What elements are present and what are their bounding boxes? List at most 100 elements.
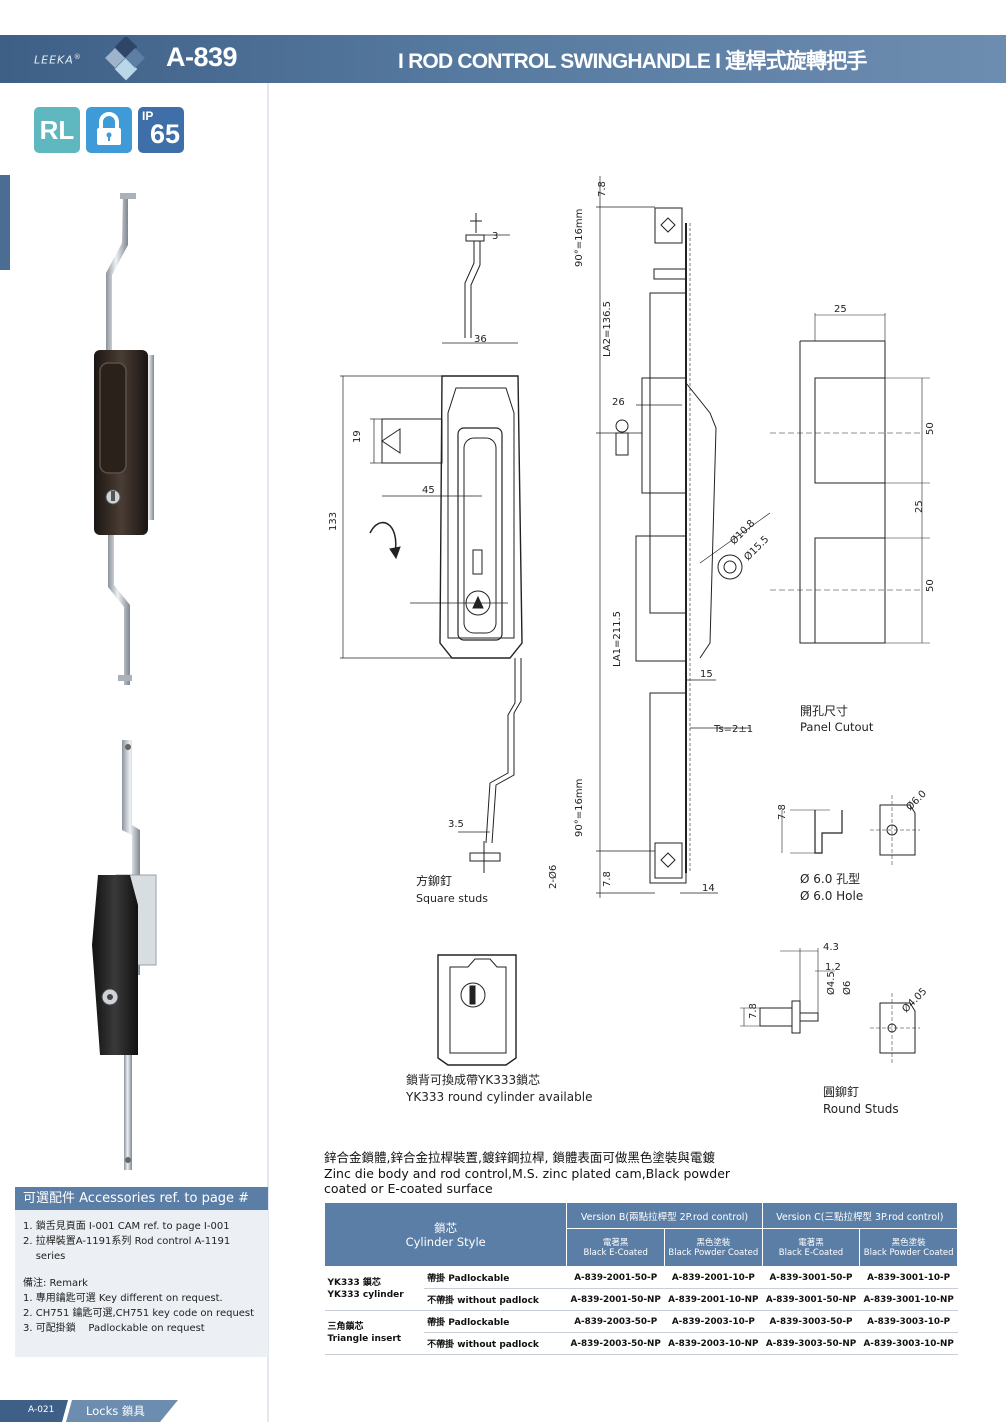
dim-26: 26 — [612, 397, 625, 408]
dim-2-d6: 2-Ø6 — [547, 865, 559, 889]
yk333-back-view — [437, 954, 517, 1066]
dim-25-mid: 25 — [914, 500, 925, 513]
ip65-badge: IP 65 — [138, 107, 184, 153]
accessory-item: series — [23, 1251, 66, 1262]
panel-cutout-cn: 開孔尺寸 — [800, 704, 848, 718]
product-photo-closed — [94, 193, 154, 685]
dim-d6-round: Ø6 — [841, 981, 853, 995]
round-studs-cn: 圓鉚釘 — [823, 1084, 859, 1099]
option-cell: 帶掛 Padlockable — [424, 1310, 567, 1333]
dim-133: 133 — [328, 512, 339, 531]
product-photos — [92, 193, 157, 1170]
order-code: A-839-3001-10-P — [859, 1266, 958, 1289]
hole-detail — [781, 795, 920, 865]
dim-3: 3 — [492, 231, 498, 242]
rl-badge: RL — [34, 107, 80, 153]
padlock-icon — [86, 107, 132, 153]
remark-item: 1. 專用鑰匙可選 Key different on request. — [23, 1293, 223, 1304]
order-code: A-839-3003-10-NP — [859, 1332, 958, 1355]
handle-front-view — [369, 213, 523, 873]
order-code: A-839-2001-50-P — [566, 1266, 665, 1289]
brand-logo: LEEKA® — [34, 53, 82, 67]
square-studs-cn: 方鉚釘 — [416, 873, 452, 888]
yk333-cn: 鎖背可換成帶YK333鎖芯 — [406, 1072, 540, 1087]
dim-d15-5: Ø15.5 — [742, 533, 772, 563]
accessories-heading: 可選配件 Accessories ref. to page # — [15, 1187, 268, 1210]
model-number: A-839 — [166, 42, 238, 72]
dim-90-bot: 90°=16mm — [574, 779, 585, 837]
accessory-item: 1. 鎖舌見頁面 I-001 CAM ref. to page I-001 — [23, 1221, 230, 1232]
yk333-en: YK333 round cylinder available — [405, 1090, 592, 1104]
order-code: A-839-2001-50-NP — [566, 1288, 665, 1311]
dim-la2: LA2=136.5 — [602, 301, 613, 357]
hole-en: Ø 6.0 Hole — [800, 889, 863, 903]
handle-side-view — [615, 207, 743, 884]
version-c-header: Version C(三點拉桿型 3P.rod control) — [761, 1202, 959, 1229]
dim-la1: LA1=211.5 — [612, 611, 623, 667]
dim-7-8-round: 7.8 — [748, 1003, 759, 1019]
side-dimensions — [596, 176, 771, 898]
dim-45: 45 — [422, 485, 435, 496]
dim-d10-8: Ø10.8 — [728, 517, 758, 547]
header-bar: LEEKA® A-839 I ROD CONTROL SWINGHANDLE I… — [0, 35, 1006, 83]
order-code: A-839-2001-10-P — [664, 1266, 763, 1289]
accessory-item: 2. 拉桿裝置A-1191系列 Rod control A-1191 — [23, 1236, 231, 1247]
hole-cn: Ø 6.0 孔型 — [800, 872, 860, 886]
order-code: A-839-3003-50-P — [762, 1310, 860, 1333]
column-divider — [267, 83, 269, 1422]
dim-7-8-top: 7.8 — [597, 181, 608, 197]
product-photo-open — [92, 740, 157, 1170]
order-code: A-839-2003-50-NP — [566, 1332, 665, 1355]
dim-1-2: 1.2 — [825, 962, 841, 973]
option-cell: 帶掛 Padlockable — [424, 1266, 567, 1289]
order-code: A-839-2003-50-P — [566, 1310, 665, 1333]
order-code: A-839-3003-50-NP — [762, 1332, 860, 1355]
dim-d4-5: Ø4.5 — [825, 971, 837, 995]
table-row: 不帶掛 without padlock A-839-2001-50-NP A-8… — [325, 1288, 958, 1311]
remark-item: 3. 可配掛鎖 Padlockable on request — [23, 1323, 205, 1334]
remark-item: 2. CH751 鑰匙可選,CH751 key code on request — [23, 1308, 255, 1319]
dim-7-8-hole: 7.8 — [777, 804, 788, 820]
round-studs-en: Round Studs — [823, 1102, 899, 1116]
dim-d6-hole: Ø6.0 — [904, 788, 929, 813]
panel-cutout-en: Panel Cutout — [800, 720, 874, 734]
table-row: 不帶掛 without padlock A-839-2003-50-NP A-8… — [325, 1332, 958, 1355]
page-number: A-021 — [28, 1405, 55, 1415]
remark-title: 備注: Remark — [23, 1278, 88, 1289]
section-label: Locks 鎖具 — [86, 1404, 145, 1418]
diamond-logo-icon — [104, 35, 148, 81]
dim-36: 36 — [474, 334, 487, 345]
dim-19: 19 — [352, 430, 363, 443]
order-code: A-839-3003-10-P — [859, 1310, 958, 1333]
order-code: A-839-2003-10-NP — [664, 1332, 763, 1355]
dim-ts: Ts=2±1 — [713, 724, 753, 735]
round-stud-detail — [740, 948, 920, 1063]
dim-3-5: 3.5 — [448, 819, 464, 830]
footer-tab: A-021 Locks 鎖具 — [0, 1400, 178, 1422]
panel-cutout-drawing — [770, 313, 930, 644]
side-accent-bar — [0, 175, 10, 270]
square-studs-en: Square studs — [416, 892, 488, 905]
dim-14: 14 — [702, 883, 715, 894]
dim-50-b: 50 — [925, 579, 936, 592]
front-dimensions — [340, 234, 518, 833]
order-code: A-839-3001-50-NP — [762, 1288, 860, 1311]
dim-50-a: 50 — [925, 422, 936, 435]
technical-drawing: 133 36 19 45 3 3.5 2-Ø6 方鉚釘 Square studs… — [328, 176, 936, 1116]
dim-90-top: 90°=16mm — [574, 209, 585, 267]
product-description: 鋅合金鎖體,鋅合金拉桿裝置,鍍鋅鋼拉桿, 鎖體表面可做黑色塗裝與電鍍 Zinc … — [324, 1150, 731, 1196]
dim-4-3: 4.3 — [823, 942, 839, 953]
order-code: A-839-3001-50-P — [762, 1266, 860, 1289]
order-code: A-839-3001-10-NP — [859, 1288, 958, 1311]
order-code: A-839-2003-10-P — [664, 1310, 763, 1333]
